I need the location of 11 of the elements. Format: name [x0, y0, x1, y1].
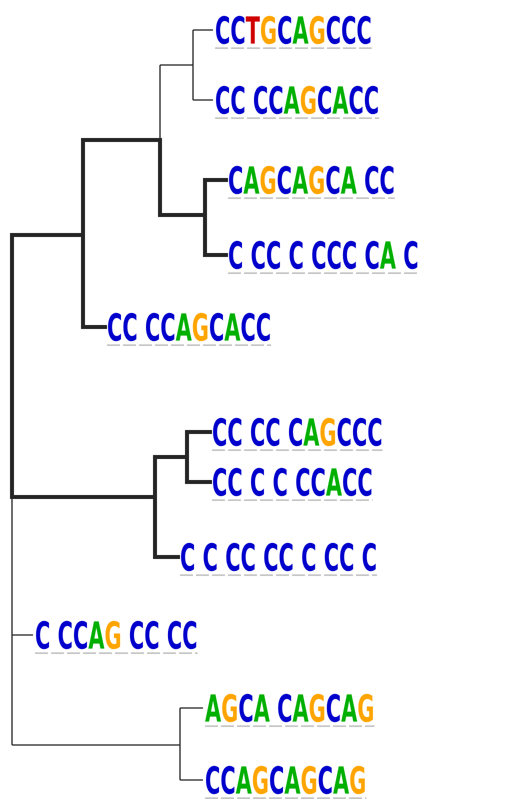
motif-letters: C CC C CCC CA C	[229, 240, 418, 270]
motif-letters: CCTGCAGCCC	[216, 16, 370, 44]
motif-letters: C CCAG CC CC	[36, 620, 196, 650]
motif-letters: CCAGCAGCAG	[206, 766, 365, 794]
motif-letters: CAGCAGCA CC	[229, 166, 394, 194]
motif-letters: CC CCAGCACC	[216, 86, 378, 114]
motif-letters: C C CC CC C CC C	[181, 542, 376, 572]
motif-letters: CC CCAGCACC	[108, 312, 270, 342]
motif-letters: CC CC CAGCCC	[213, 418, 382, 446]
motif-letters: CC C C CCACC	[213, 468, 372, 496]
motif-letters: AGCA CAGCAG	[205, 694, 373, 722]
